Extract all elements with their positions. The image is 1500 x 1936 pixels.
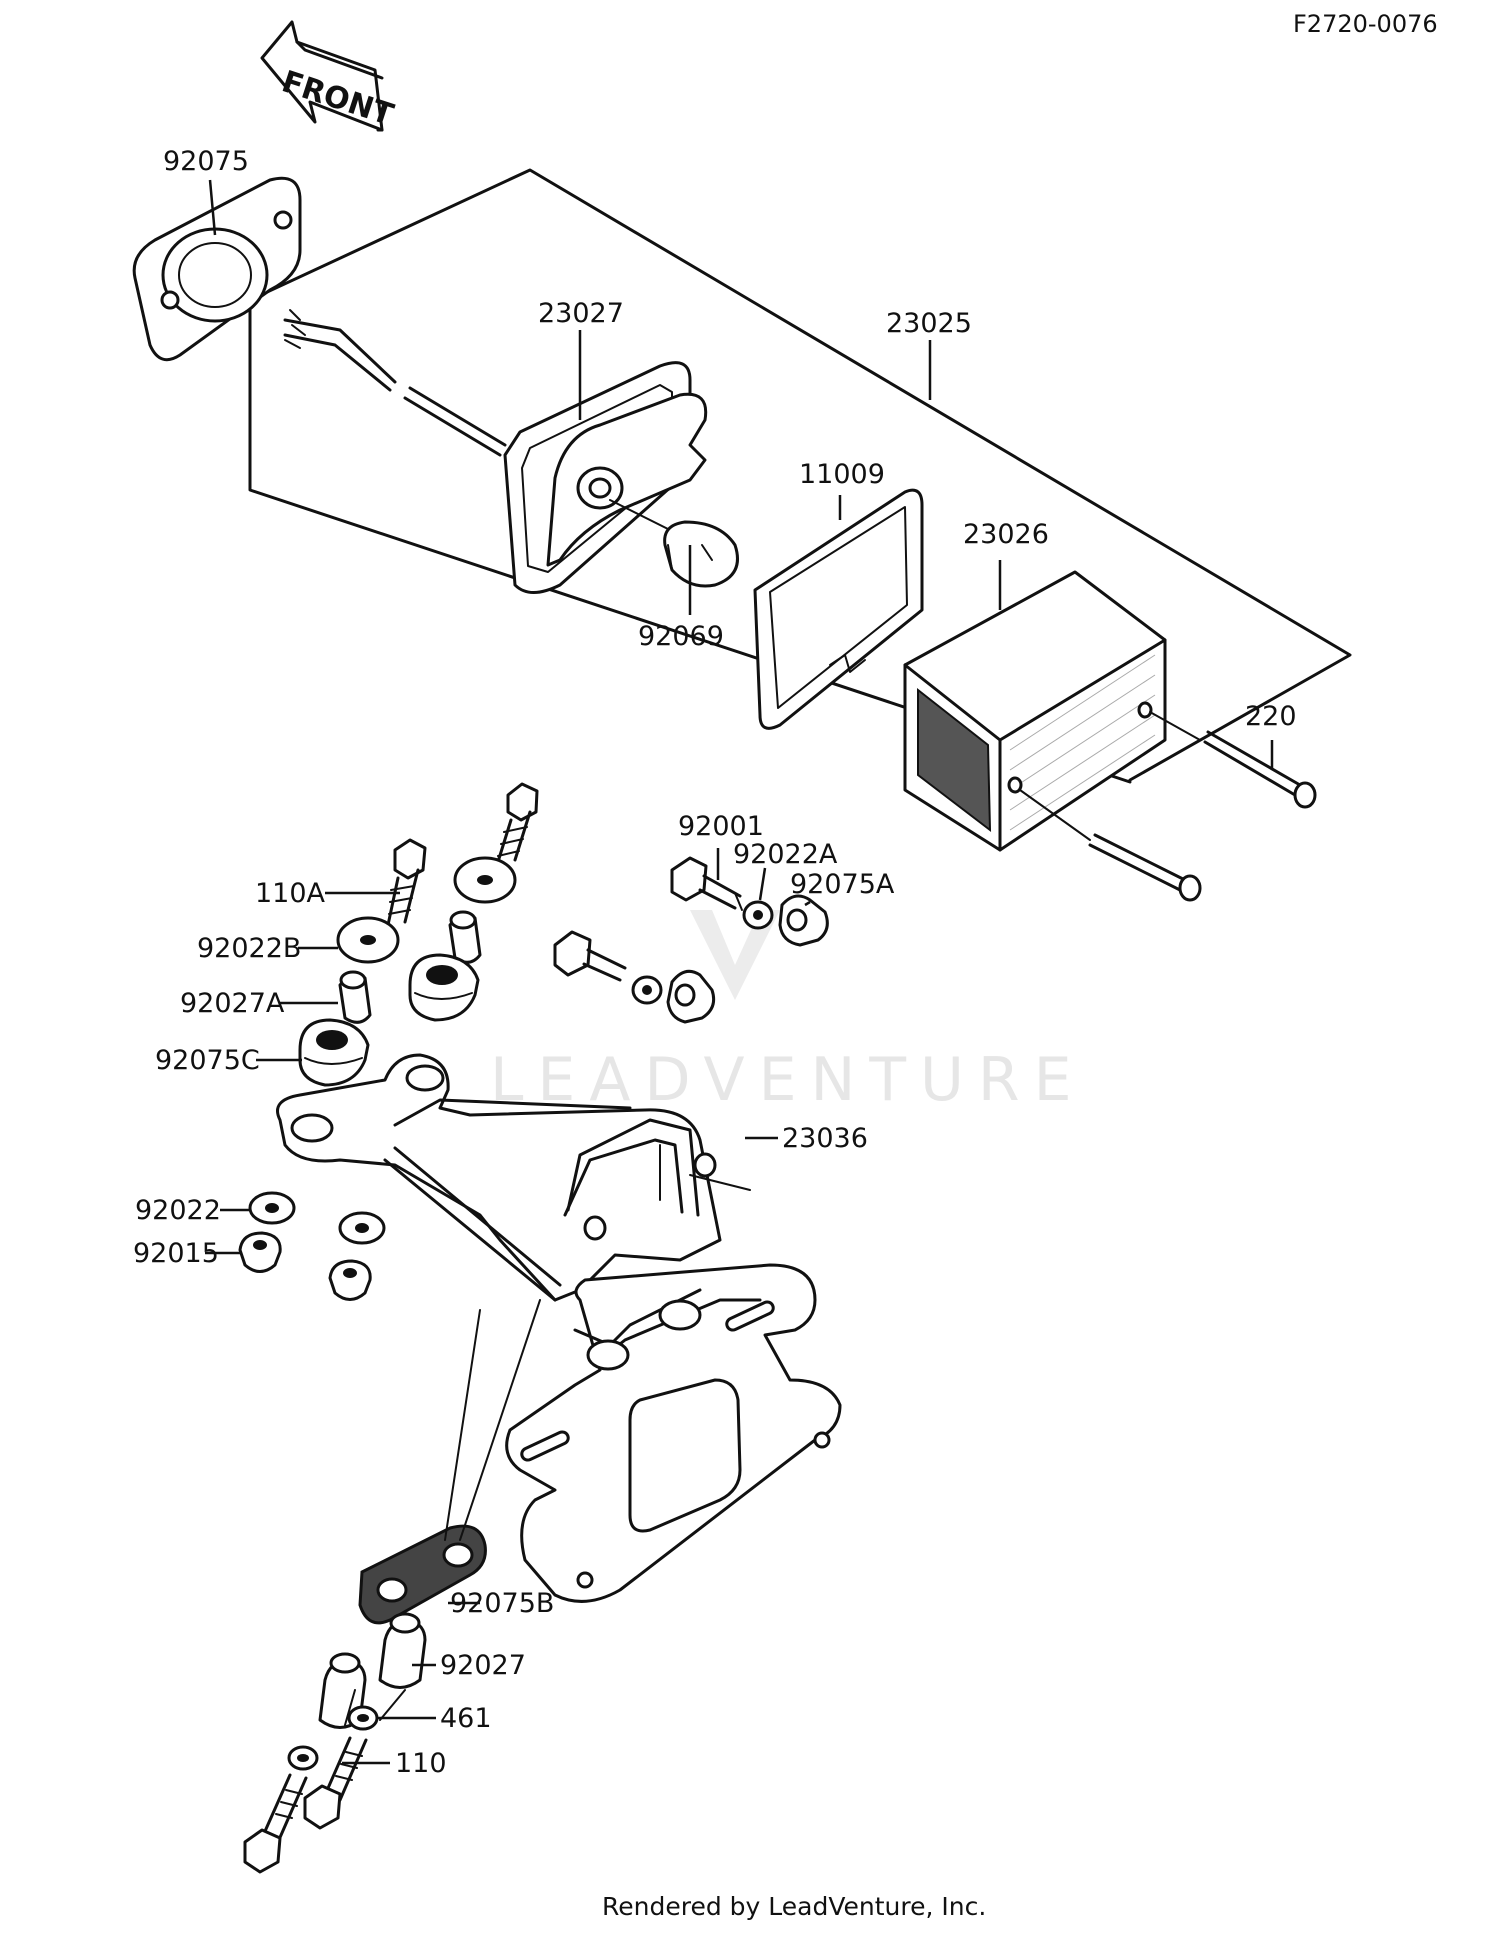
- label-92001: 92001: [678, 811, 764, 842]
- leader-lines: [205, 179, 1274, 1765]
- label-92022B: 92022B: [197, 933, 301, 964]
- washers-92022-92015: [238, 1191, 386, 1301]
- label-92022A: 92022A: [733, 839, 838, 870]
- label-92075A: 92075A: [790, 869, 895, 900]
- part-labels: 92075 23027 23025 11009 23026 92069 220 …: [133, 146, 1297, 1779]
- label-92027A: 92027A: [180, 988, 285, 1019]
- bolts-110A: [386, 782, 539, 927]
- label-92015: 92015: [133, 1238, 219, 1269]
- washers-92022B: [336, 856, 517, 964]
- plate-holder: [505, 1263, 842, 1603]
- lens-23026: [903, 570, 1167, 852]
- bulb-92069: [609, 499, 739, 588]
- document-code: F2720-0076: [1293, 10, 1438, 38]
- label-92075B: 92075B: [450, 1588, 554, 1619]
- taillight-assembly-outline: [248, 168, 1352, 784]
- pad-92075B: [358, 1299, 541, 1625]
- bracket-23036: [276, 1053, 751, 1302]
- label-92069: 92069: [638, 621, 724, 652]
- label-23026: 23026: [963, 519, 1049, 550]
- bolt-set-lower: [553, 930, 716, 1024]
- label-92022: 92022: [135, 1195, 221, 1226]
- lamp-base-23027: [503, 361, 708, 594]
- wire-harness: [283, 309, 507, 457]
- watermark: LEADVENTURE: [490, 910, 1086, 1115]
- label-92027: 92027: [440, 1650, 526, 1681]
- front-arrow: FRONT: [260, 20, 398, 133]
- screws-220: [1019, 711, 1317, 902]
- bolt-set-upper: [670, 856, 829, 947]
- grommets-92075C: [298, 953, 480, 1087]
- label-92075C: 92075C: [155, 1045, 260, 1076]
- gasket-92075: [132, 176, 302, 362]
- label-11009: 11009: [799, 459, 885, 490]
- label-92075: 92075: [163, 146, 249, 177]
- label-220: 220: [1245, 701, 1297, 732]
- label-23036: 23036: [782, 1123, 868, 1154]
- label-461: 461: [440, 1703, 492, 1734]
- hardware-lower: [243, 1612, 427, 1874]
- lens-gasket-11009: [753, 488, 924, 730]
- render-credit: Rendered by LeadVenture, Inc.: [602, 1892, 986, 1921]
- label-110: 110: [395, 1748, 447, 1779]
- label-23025: 23025: [886, 308, 972, 339]
- label-110A: 110A: [255, 878, 326, 909]
- label-23027: 23027: [538, 298, 624, 329]
- watermark-text: LEADVENTURE: [490, 1045, 1086, 1115]
